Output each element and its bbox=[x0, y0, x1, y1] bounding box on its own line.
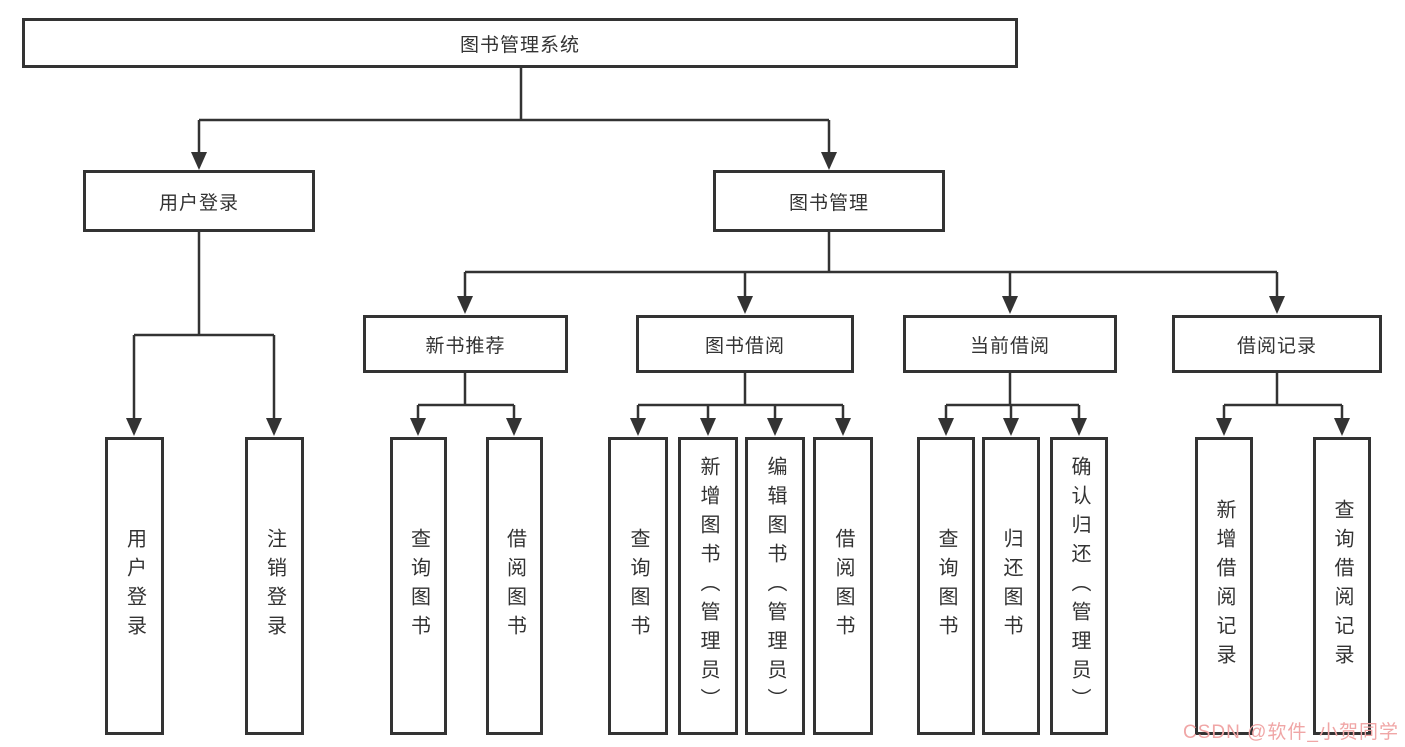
leaf-confirm-return-admin-label: 确认归还（管理员） bbox=[1068, 455, 1090, 717]
leaf-return-books-label: 归还图书 bbox=[1000, 528, 1022, 644]
node-user-login-label: 用户登录 bbox=[158, 192, 239, 214]
arrowhead bbox=[835, 418, 851, 436]
arrowhead bbox=[630, 418, 646, 436]
leaf-query-books-borrow: 查询图书 bbox=[608, 437, 668, 735]
leaf-query-books-recommend-label: 查询图书 bbox=[407, 528, 430, 644]
arrowhead bbox=[1269, 296, 1285, 314]
arrowhead bbox=[1334, 418, 1350, 436]
node-root: 图书管理系统 bbox=[22, 18, 1018, 68]
node-current-borrow: 当前借阅 bbox=[903, 315, 1117, 373]
connector-book-borrow bbox=[636, 373, 845, 420]
leaf-add-book-admin-label: 新增图书（管理员） bbox=[697, 455, 719, 717]
connector-borrow-records bbox=[1222, 373, 1344, 420]
arrowheads bbox=[126, 152, 1350, 436]
leaf-borrow-books-label: 借阅图书 bbox=[832, 528, 854, 644]
leaf-add-book-admin: 新增图书（管理员） bbox=[678, 437, 738, 735]
arrowhead bbox=[457, 296, 473, 314]
node-new-book-recommend: 新书推荐 bbox=[363, 315, 568, 373]
arrowhead bbox=[266, 418, 282, 436]
leaf-borrow-books: 借阅图书 bbox=[813, 437, 873, 735]
arrowhead bbox=[938, 418, 954, 436]
node-root-label: 图书管理系统 bbox=[459, 34, 580, 56]
node-book-management: 图书管理 bbox=[713, 170, 945, 232]
connector-user-login bbox=[132, 232, 276, 420]
leaf-logout: 注销登录 bbox=[245, 437, 304, 735]
leaf-query-books-current-label: 查询图书 bbox=[935, 528, 957, 644]
arrowhead bbox=[1216, 418, 1232, 436]
leaf-user-login-label: 用户登录 bbox=[123, 528, 146, 644]
arrowhead bbox=[1003, 418, 1019, 436]
leaf-borrow-books-recommend: 借阅图书 bbox=[486, 437, 543, 735]
node-borrow-records-label: 借阅记录 bbox=[1236, 335, 1317, 357]
arrowhead bbox=[767, 418, 783, 436]
leaf-query-books-recommend: 查询图书 bbox=[390, 437, 447, 735]
node-book-borrow-label: 图书借阅 bbox=[704, 335, 785, 357]
leaf-confirm-return-admin: 确认归还（管理员） bbox=[1050, 437, 1108, 735]
leaf-logout-label: 注销登录 bbox=[263, 528, 286, 644]
leaf-return-books: 归还图书 bbox=[982, 437, 1040, 735]
arrowhead bbox=[506, 418, 522, 436]
arrowhead bbox=[410, 418, 426, 436]
connector-root bbox=[197, 68, 831, 154]
arrowhead bbox=[700, 418, 716, 436]
connector-current-borrow bbox=[944, 373, 1081, 420]
leaf-add-borrow-record-label: 新增借阅记录 bbox=[1213, 499, 1235, 673]
leaf-query-books-current: 查询图书 bbox=[917, 437, 975, 735]
leaf-borrow-books-recommend-label: 借阅图书 bbox=[503, 528, 526, 644]
arrowhead bbox=[191, 152, 207, 170]
leaf-query-books-borrow-label: 查询图书 bbox=[627, 528, 649, 644]
connector-book-management bbox=[463, 232, 1279, 298]
node-user-login: 用户登录 bbox=[83, 170, 315, 232]
node-book-borrow: 图书借阅 bbox=[636, 315, 854, 373]
arrowhead bbox=[126, 418, 142, 436]
connector-new-book bbox=[416, 373, 516, 420]
arrowhead bbox=[821, 152, 837, 170]
leaf-add-borrow-record: 新增借阅记录 bbox=[1195, 437, 1253, 735]
node-book-management-label: 图书管理 bbox=[788, 192, 869, 214]
leaf-edit-book-admin: 编辑图书（管理员） bbox=[745, 437, 805, 735]
node-borrow-records: 借阅记录 bbox=[1172, 315, 1382, 373]
leaf-edit-book-admin-label: 编辑图书（管理员） bbox=[764, 455, 786, 717]
arrowhead bbox=[1002, 296, 1018, 314]
node-current-borrow-label: 当前借阅 bbox=[969, 335, 1050, 357]
leaf-query-borrow-record-label: 查询借阅记录 bbox=[1331, 499, 1353, 673]
arrowhead bbox=[737, 296, 753, 314]
node-new-book-recommend-label: 新书推荐 bbox=[425, 335, 506, 357]
arrowhead bbox=[1071, 418, 1087, 436]
leaf-user-login: 用户登录 bbox=[105, 437, 164, 735]
leaf-query-borrow-record: 查询借阅记录 bbox=[1313, 437, 1371, 735]
